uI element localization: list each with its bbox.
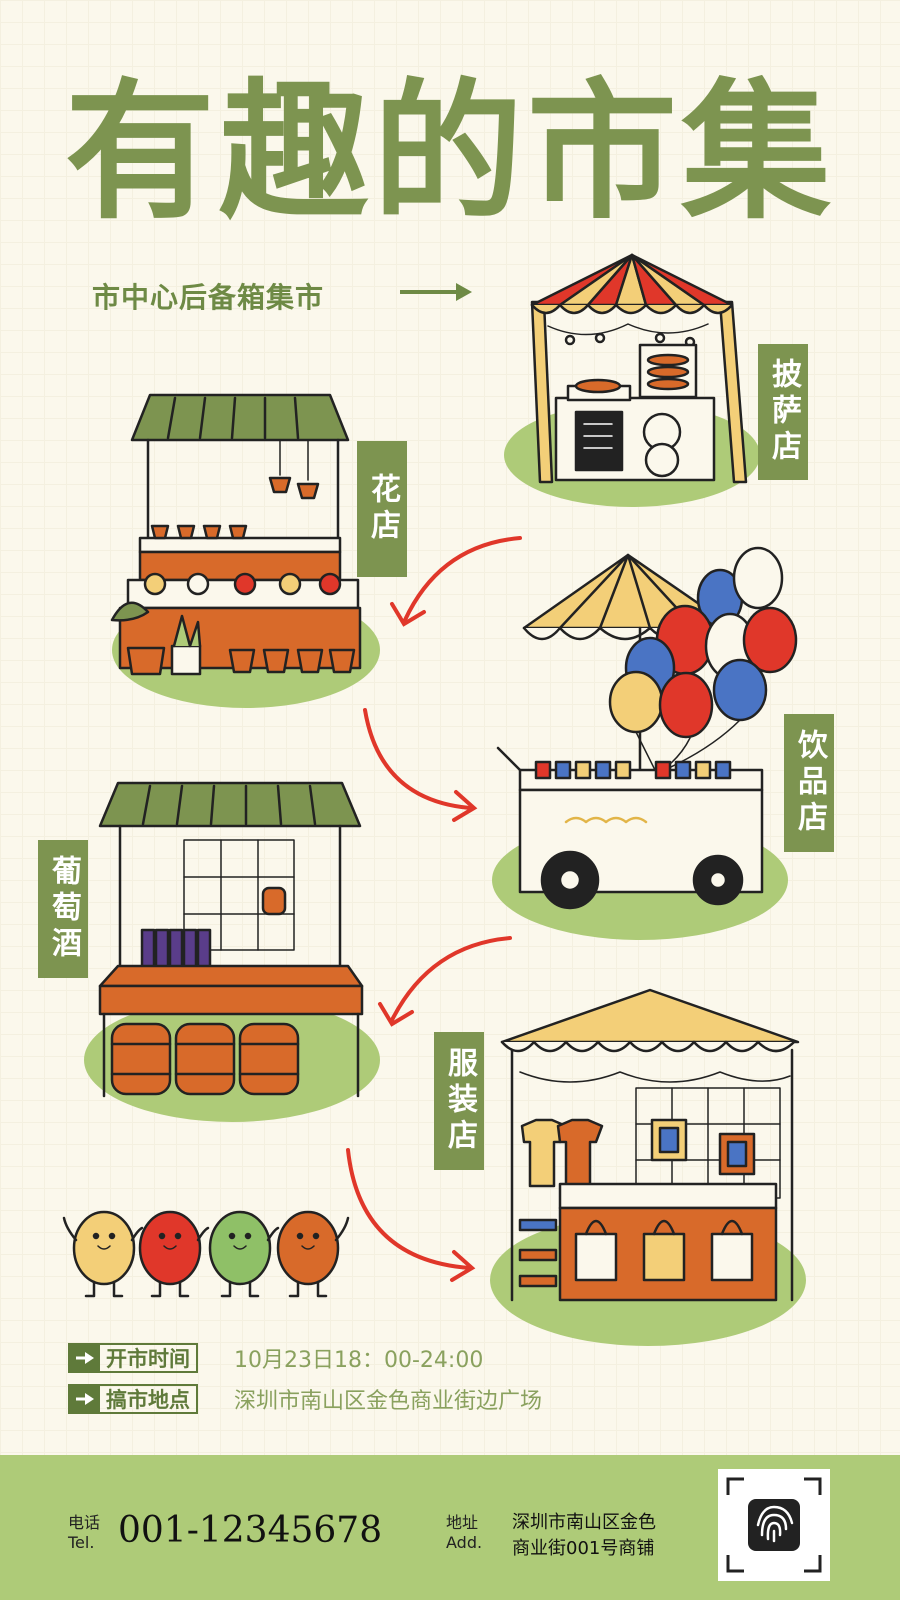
flow-arrows bbox=[346, 536, 522, 1282]
stall-label-drink: 饮品店 bbox=[784, 714, 834, 852]
arrow-right-icon bbox=[70, 1386, 100, 1412]
info-place-label: 搞市地点 bbox=[106, 1388, 190, 1412]
info-time-value: 10月23日18：00-24:00 bbox=[234, 1348, 484, 1373]
address-label-cn: 地址 bbox=[446, 1513, 479, 1532]
address-line-2: 商业街001号商铺 bbox=[512, 1538, 655, 1559]
info-time-tag: 开市时间 bbox=[68, 1343, 198, 1373]
stall-label-wine: 葡萄酒 bbox=[38, 840, 88, 978]
phone-label: 电话 Tel. bbox=[68, 1513, 100, 1553]
info-place-value: 深圳市南山区金色商业街边广场 bbox=[234, 1389, 543, 1414]
stall-label-clothing: 服装店 bbox=[434, 1032, 484, 1170]
address-label-en: Add. bbox=[446, 1533, 483, 1552]
info-time-row: 开市时间 10月23日18：00-24:00 bbox=[68, 1342, 483, 1374]
page-title: 有趣的市集 bbox=[64, 66, 835, 240]
phone-number[interactable]: 001-12345678 bbox=[118, 1510, 383, 1551]
subtitle: 市中心后备箱集市 bbox=[92, 281, 325, 314]
stall-label-flower: 花店 bbox=[357, 441, 407, 577]
phone-label-cn: 电话 bbox=[68, 1513, 101, 1532]
info-time-label: 开市时间 bbox=[106, 1347, 190, 1371]
clothing-stall bbox=[490, 988, 806, 1346]
flower-stall bbox=[110, 393, 380, 708]
drink-stall bbox=[492, 546, 798, 940]
arrow-right-icon bbox=[400, 283, 472, 301]
pizza-stall bbox=[504, 253, 760, 507]
address-line-1: 深圳市南山区金色 bbox=[512, 1512, 656, 1533]
address-text: 深圳市南山区金色 商业街001号商铺 bbox=[512, 1510, 656, 1562]
address-label: 地址 Add. bbox=[446, 1513, 482, 1553]
fingerprint-icon bbox=[726, 1477, 822, 1573]
cartoon-characters bbox=[62, 1210, 350, 1298]
phone-label-en: Tel. bbox=[68, 1533, 95, 1552]
info-place-tag: 搞市地点 bbox=[68, 1384, 198, 1414]
qr-code[interactable] bbox=[718, 1469, 830, 1581]
info-place-row: 搞市地点 深圳市南山区金色商业街边广场 bbox=[68, 1383, 542, 1415]
stall-label-pizza: 披萨店 bbox=[758, 344, 808, 480]
market-illustration bbox=[62, 253, 806, 1346]
wine-stall bbox=[84, 781, 380, 1122]
arrow-right-icon bbox=[70, 1345, 100, 1371]
